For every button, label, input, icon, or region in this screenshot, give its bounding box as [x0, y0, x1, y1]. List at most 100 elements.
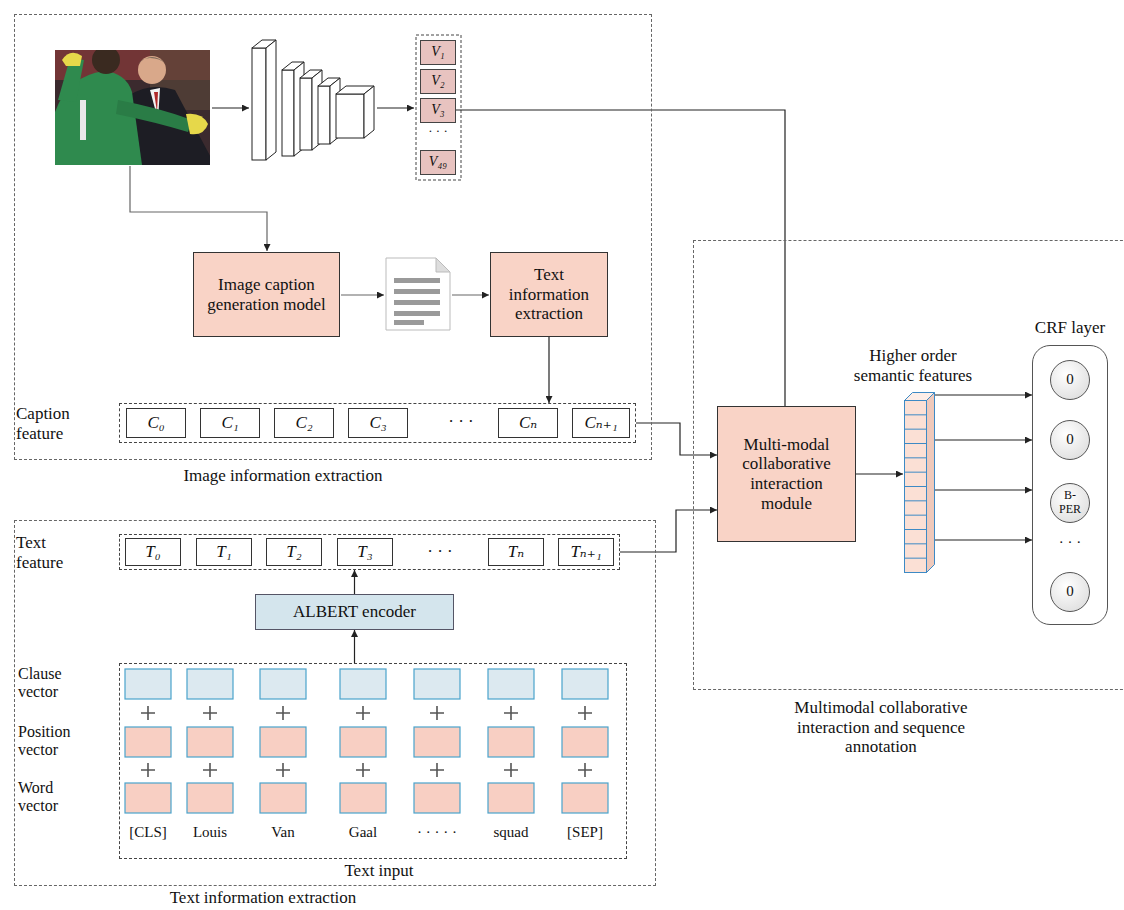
node-text: Tₙ₊₁ [570, 542, 601, 562]
token: Van [248, 824, 318, 841]
node-heading: Caption feature [16, 404, 88, 443]
node-text: 0 [1066, 431, 1074, 448]
node-text: C₃ [369, 413, 386, 433]
node-text: V₁ [431, 44, 444, 60]
label-circle: 0 [1050, 572, 1090, 612]
feature-cell: C₁ [200, 408, 260, 438]
text-holder: C₁ [221, 413, 238, 433]
node-text: 0 [1066, 371, 1074, 388]
token: Louis [175, 824, 245, 841]
connector [935, 489, 1032, 490]
node-heading: Text feature [16, 533, 88, 572]
bar-cell-line [905, 558, 927, 559]
node-heading: Higher order semantic features [846, 346, 980, 385]
feature-cell: T₃ [337, 538, 393, 566]
node-text: B-PER [1054, 489, 1086, 517]
heading-holder: Text input [319, 861, 439, 881]
connector [620, 510, 717, 552]
ellipsis: · · · [1040, 534, 1100, 551]
ellipsis: · · · [420, 124, 456, 139]
label-holder: · · · [420, 124, 456, 139]
bar-side [927, 393, 935, 573]
crf-layer: CRF layer00B-PER0 [1032, 345, 1108, 625]
heading-holder: Text feature [16, 533, 88, 572]
feature-cell: Tₙ₊₁ [558, 538, 614, 566]
text-holder: V₄₉ [429, 154, 447, 170]
vector-column [416, 35, 461, 180]
node-text: T₃ [357, 542, 372, 562]
text-holder: Cₙ₊₁ [584, 413, 617, 433]
node-text: C₁ [221, 413, 238, 433]
document-icon [386, 258, 450, 330]
text-holder: Tₙ [508, 542, 524, 562]
text-holder: 0 [1066, 371, 1074, 388]
feature-cell: Tₙ [488, 538, 544, 566]
heading-holder: CRF layer [1010, 318, 1124, 338]
feature-vector-shape [904, 392, 936, 574]
label-holder: · · · [1040, 534, 1100, 551]
connector [856, 473, 903, 474]
node-text: V₄₉ [429, 154, 447, 170]
dashed-region: Text information extractionText featureT… [14, 520, 656, 886]
label-circle: 0 [1050, 420, 1090, 460]
node-heading: Multimodal collaborative interaction and… [765, 698, 997, 757]
feature-cell: C₃ [348, 408, 408, 438]
node-heading: Text information extraction [98, 888, 428, 908]
feature-vector: Higher order semantic features [903, 391, 935, 573]
bar-cell-line [905, 529, 927, 530]
feature-row: Caption featureC₀C₁C₂C₃CₙCₙ₊₁ [119, 403, 636, 443]
text-holder: C₃ [369, 413, 386, 433]
feature-cell: Cₙ [498, 408, 558, 438]
heading-holder: Text information extraction [98, 888, 428, 908]
label-holder: Word vector [18, 779, 90, 816]
node-heading: Text input [319, 861, 439, 881]
heading-holder: Multimodal collaborative interaction and… [765, 698, 997, 757]
feature-cell: V₄₉ [420, 150, 456, 175]
node-heading: CRF layer [1010, 318, 1124, 338]
bar-cell-line [905, 443, 927, 444]
connector [456, 110, 785, 406]
text-holder: 0 [1066, 583, 1074, 600]
connector [354, 630, 355, 663]
node-text: Image caption generation model [200, 275, 333, 314]
label-circle: B-PER [1050, 483, 1090, 523]
node-text: C₂ [295, 413, 312, 433]
connector [636, 423, 717, 455]
text-holder: V₃ [431, 102, 444, 118]
row-label: Position vector [18, 723, 90, 760]
heading-holder: Caption feature [16, 404, 88, 443]
text-holder: C₂ [295, 413, 312, 433]
feature-cell: V₃ [420, 98, 456, 123]
bar-cell-line [905, 500, 927, 501]
feature-cell: C₂ [274, 408, 334, 438]
dashed-region: Multimodal collaborative interaction and… [693, 240, 1124, 690]
cnn-layers [252, 40, 374, 160]
node-text: Cₙ₊₁ [584, 413, 617, 433]
bar-cell-line [905, 486, 927, 487]
bar-cell-line [905, 414, 927, 415]
node-text: 0 [1066, 583, 1074, 600]
text-holder: C₀ [147, 413, 164, 433]
node-text: T₂ [286, 542, 301, 562]
plus-signs [141, 706, 592, 777]
connector [548, 337, 549, 403]
label-holder: · · · [410, 542, 470, 562]
node-text: T₀ [145, 542, 160, 562]
text-holder: Cₙ [519, 413, 537, 433]
node-text: T₁ [216, 542, 231, 562]
label-holder: Position vector [18, 723, 90, 760]
node-text: Cₙ [519, 413, 537, 433]
node-text: Multi-modal collaborative interaction mo… [724, 435, 849, 513]
feature-row: Text featureT₀T₁T₂T₃TₙTₙ₊₁ [119, 534, 620, 570]
connector [935, 439, 1032, 440]
token: [SEP] [550, 824, 620, 841]
process-box: Multi-modal collaborative interaction mo… [717, 406, 856, 542]
token: squad [476, 824, 546, 841]
label-holder: [SEP] [550, 824, 620, 841]
label-holder: Van [248, 824, 318, 841]
text-holder: Image caption generation model [200, 275, 333, 314]
embedding-boxes [125, 669, 608, 813]
